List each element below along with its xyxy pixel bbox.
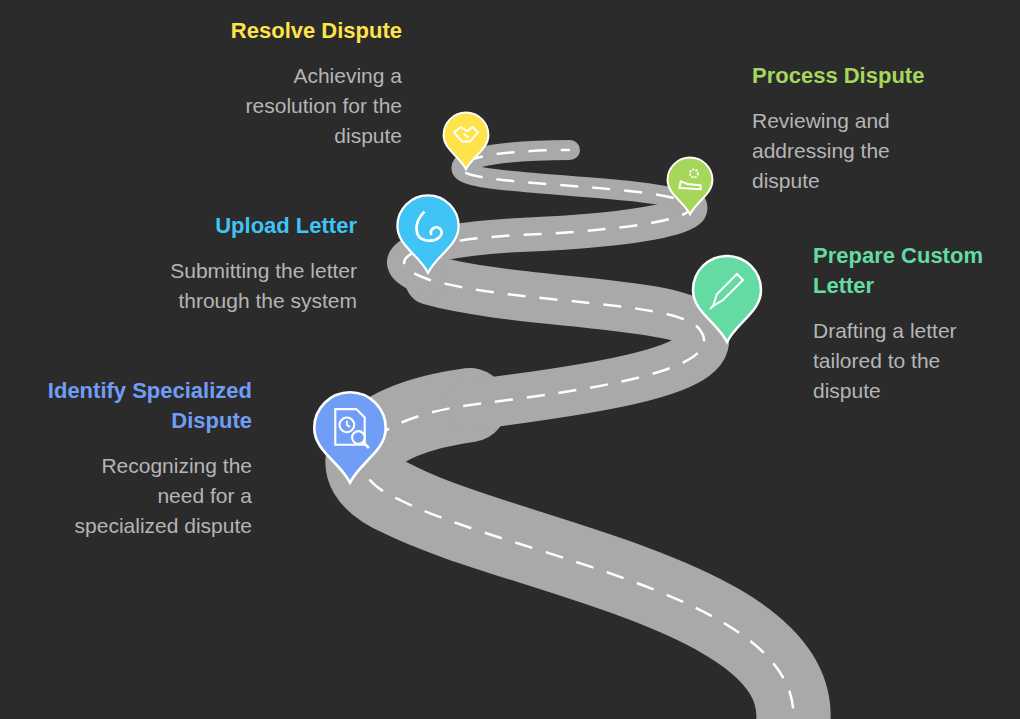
step-description: Submitting the letter through the system <box>117 256 357 316</box>
pin-identify <box>314 392 385 482</box>
step-title: Resolve Dispute <box>172 16 402 46</box>
step-description: Reviewing and addressing the dispute <box>752 106 927 196</box>
pin-prepare <box>693 256 761 342</box>
step-title: Identify Specialized Dispute <box>12 376 252 436</box>
step-identify: Identify Specialized DisputeRecognizing … <box>12 376 252 541</box>
pin-upload <box>397 195 458 272</box>
pin-process <box>668 158 713 215</box>
step-process: Process DisputeReviewing and addressing … <box>752 61 982 196</box>
step-description: Drafting a letter tailored to the disput… <box>813 316 1003 406</box>
pin-resolve <box>444 113 489 170</box>
step-title: Process Dispute <box>752 61 982 91</box>
step-resolve: Resolve DisputeAchieving a resolution fo… <box>172 16 402 151</box>
step-upload: Upload LetterSubmitting the letter throu… <box>107 211 357 316</box>
step-description: Achieving a resolution for the dispute <box>202 61 402 151</box>
step-title: Upload Letter <box>107 211 357 241</box>
step-description: Recognizing the need for a specialized d… <box>52 451 252 541</box>
road <box>362 150 793 719</box>
step-prepare: Prepare Custom LetterDrafting a letter t… <box>813 241 1008 406</box>
road-dashes <box>362 150 793 719</box>
step-title: Prepare Custom Letter <box>813 241 1008 301</box>
